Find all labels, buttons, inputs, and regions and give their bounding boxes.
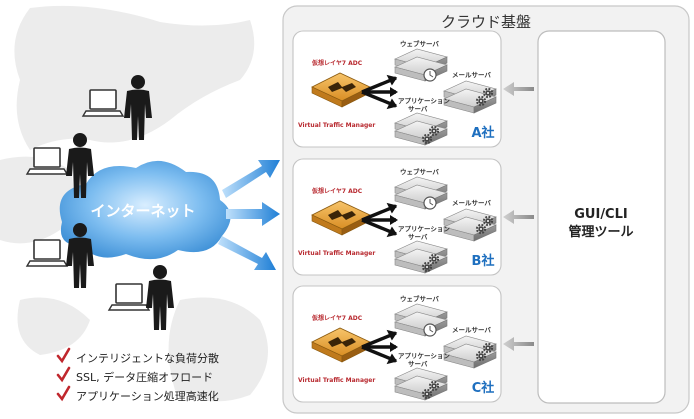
tenant-group: 仮想レイヤ7 ADC Virtual Traffic Manager ウェブサーバメ…	[292, 285, 502, 403]
arrow-icon	[222, 160, 280, 198]
check-icon	[56, 347, 71, 364]
clock-hands	[429, 199, 434, 206]
feature-item: アプリケーション処理高速化	[76, 389, 219, 403]
vtm-label: Virtual Traffic Manager	[298, 377, 375, 384]
tenant-box	[292, 285, 502, 403]
gui-cli-label: GUI/CLI	[574, 207, 627, 222]
app-server-label: サーバ	[408, 105, 428, 113]
app-server-label: アプリケーション	[398, 351, 450, 360]
check-icon	[56, 366, 71, 383]
feature-item: SSL, データ圧縮オフロード	[76, 370, 213, 384]
laptop-icon	[108, 283, 150, 311]
tenant-box	[292, 30, 502, 148]
feature-item: インテリジェントな負荷分散	[76, 351, 219, 365]
mail-server-label: メールサーバ	[452, 71, 491, 79]
internet-cloud: インターネット	[59, 160, 231, 260]
web-server-label: ウェブサーバ	[400, 167, 439, 176]
arrow-icon	[218, 236, 276, 270]
tenant-label: A社	[471, 125, 494, 141]
adc-label: 仮想レイヤ7 ADC	[311, 314, 363, 322]
app-server-label: サーバ	[408, 233, 428, 241]
adc-label: 仮想レイヤ7 ADC	[311, 187, 363, 195]
management-arrow-icon	[503, 210, 534, 224]
management-tool-panel	[537, 30, 666, 404]
app-server-label: アプリケーション	[398, 224, 450, 233]
web-server-label: ウェブサーバ	[400, 39, 439, 48]
mail-server-label: メールサーバ	[452, 326, 491, 334]
cloud-platform-title: クラウド基盤	[441, 13, 531, 31]
management-arrow-icon	[503, 82, 534, 96]
vtm-label: Virtual Traffic Manager	[298, 250, 375, 257]
tenant-label: B社	[472, 253, 495, 269]
tenant-label: C社	[472, 380, 495, 396]
clock-hands	[429, 71, 434, 78]
management-tool-label: 管理ツール	[568, 224, 633, 240]
app-server-label: サーバ	[408, 360, 428, 368]
adc-label: 仮想レイヤ7 ADC	[311, 59, 363, 67]
tenant-group: 仮想レイヤ7 ADC Virtual Traffic Manager ウェブサーバメ…	[292, 158, 502, 276]
vtm-label: Virtual Traffic Manager	[298, 122, 375, 129]
laptop-icon	[26, 239, 68, 267]
traffic-arrows	[218, 160, 280, 270]
clock-hands	[429, 326, 434, 333]
tenant-box	[292, 158, 502, 276]
management-arrow-icon	[503, 337, 534, 351]
feature-list: インテリジェントな負荷分散 SSL, データ圧縮オフロード アプリケーション処理…	[56, 347, 219, 403]
web-server-label: ウェブサーバ	[400, 294, 439, 303]
internet-label: インターネット	[90, 202, 195, 220]
arrow-icon	[226, 202, 280, 226]
app-server-label: アプリケーション	[398, 96, 450, 105]
tenant-group: 仮想レイヤ7 ADC Virtual Traffic Manager ウェブサーバメ…	[292, 30, 502, 148]
person-icon	[146, 265, 174, 330]
mail-server-label: メールサーバ	[452, 199, 491, 207]
check-icon	[56, 385, 71, 402]
